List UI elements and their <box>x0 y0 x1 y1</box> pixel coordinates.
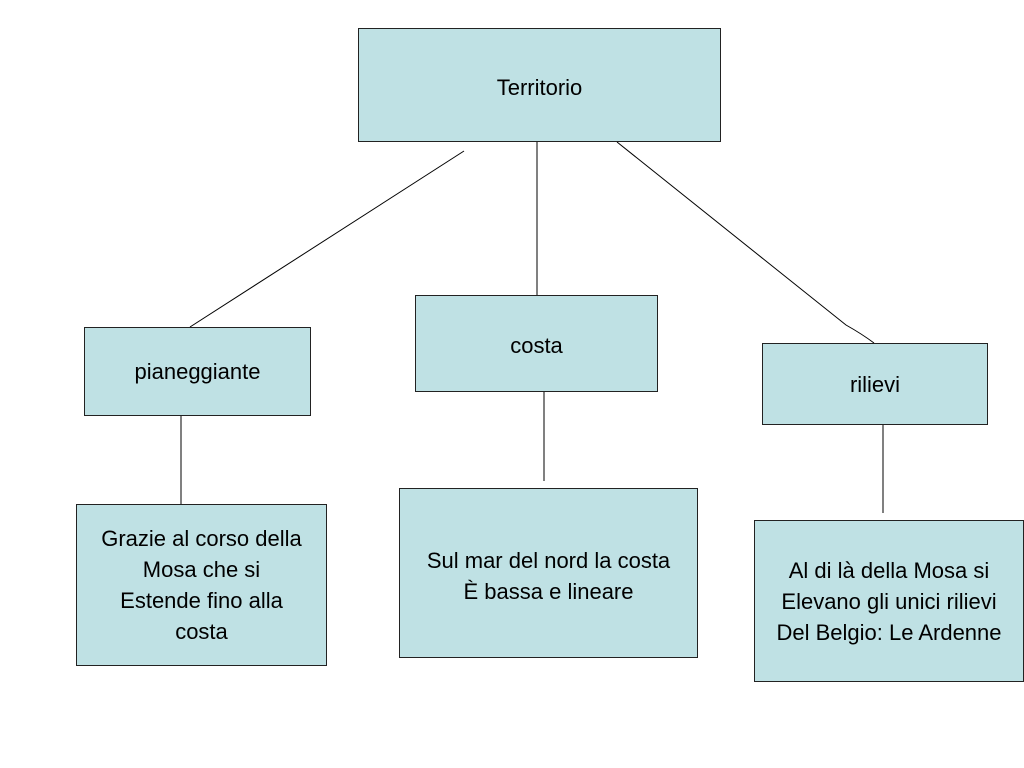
node-rilievi-label: rilievi <box>849 371 901 397</box>
node-pianeggiante-detail-text: Grazie al corso della Mosa che si Estend… <box>101 526 302 644</box>
node-costa-label: costa <box>510 333 563 358</box>
node-rilievi-detail: Al di là della Mosa si Elevano gli unici… <box>754 520 1024 682</box>
node-territorio-label: Territorio <box>496 75 583 100</box>
node-costa-detail-text: Sul mar del nord la costa È bassa e line… <box>426 548 671 604</box>
node-pianeggiante-detail: Grazie al corso della Mosa che si Estend… <box>76 504 327 666</box>
node-territorio: Territorio <box>358 28 721 142</box>
node-costa: costa <box>415 295 658 392</box>
connector-root-rilievi <box>616 141 875 344</box>
node-pianeggiante: pianeggiante <box>84 327 311 416</box>
node-rilievi-detail-text: Al di là della Mosa si Elevano gli unici… <box>776 557 1002 645</box>
node-pianeggiante-label: pianeggiante <box>134 359 261 384</box>
connector-root-pianeggiante <box>189 150 465 328</box>
node-costa-detail: Sul mar del nord la costa È bassa e line… <box>399 488 698 658</box>
node-rilievi: rilievi <box>762 343 988 425</box>
